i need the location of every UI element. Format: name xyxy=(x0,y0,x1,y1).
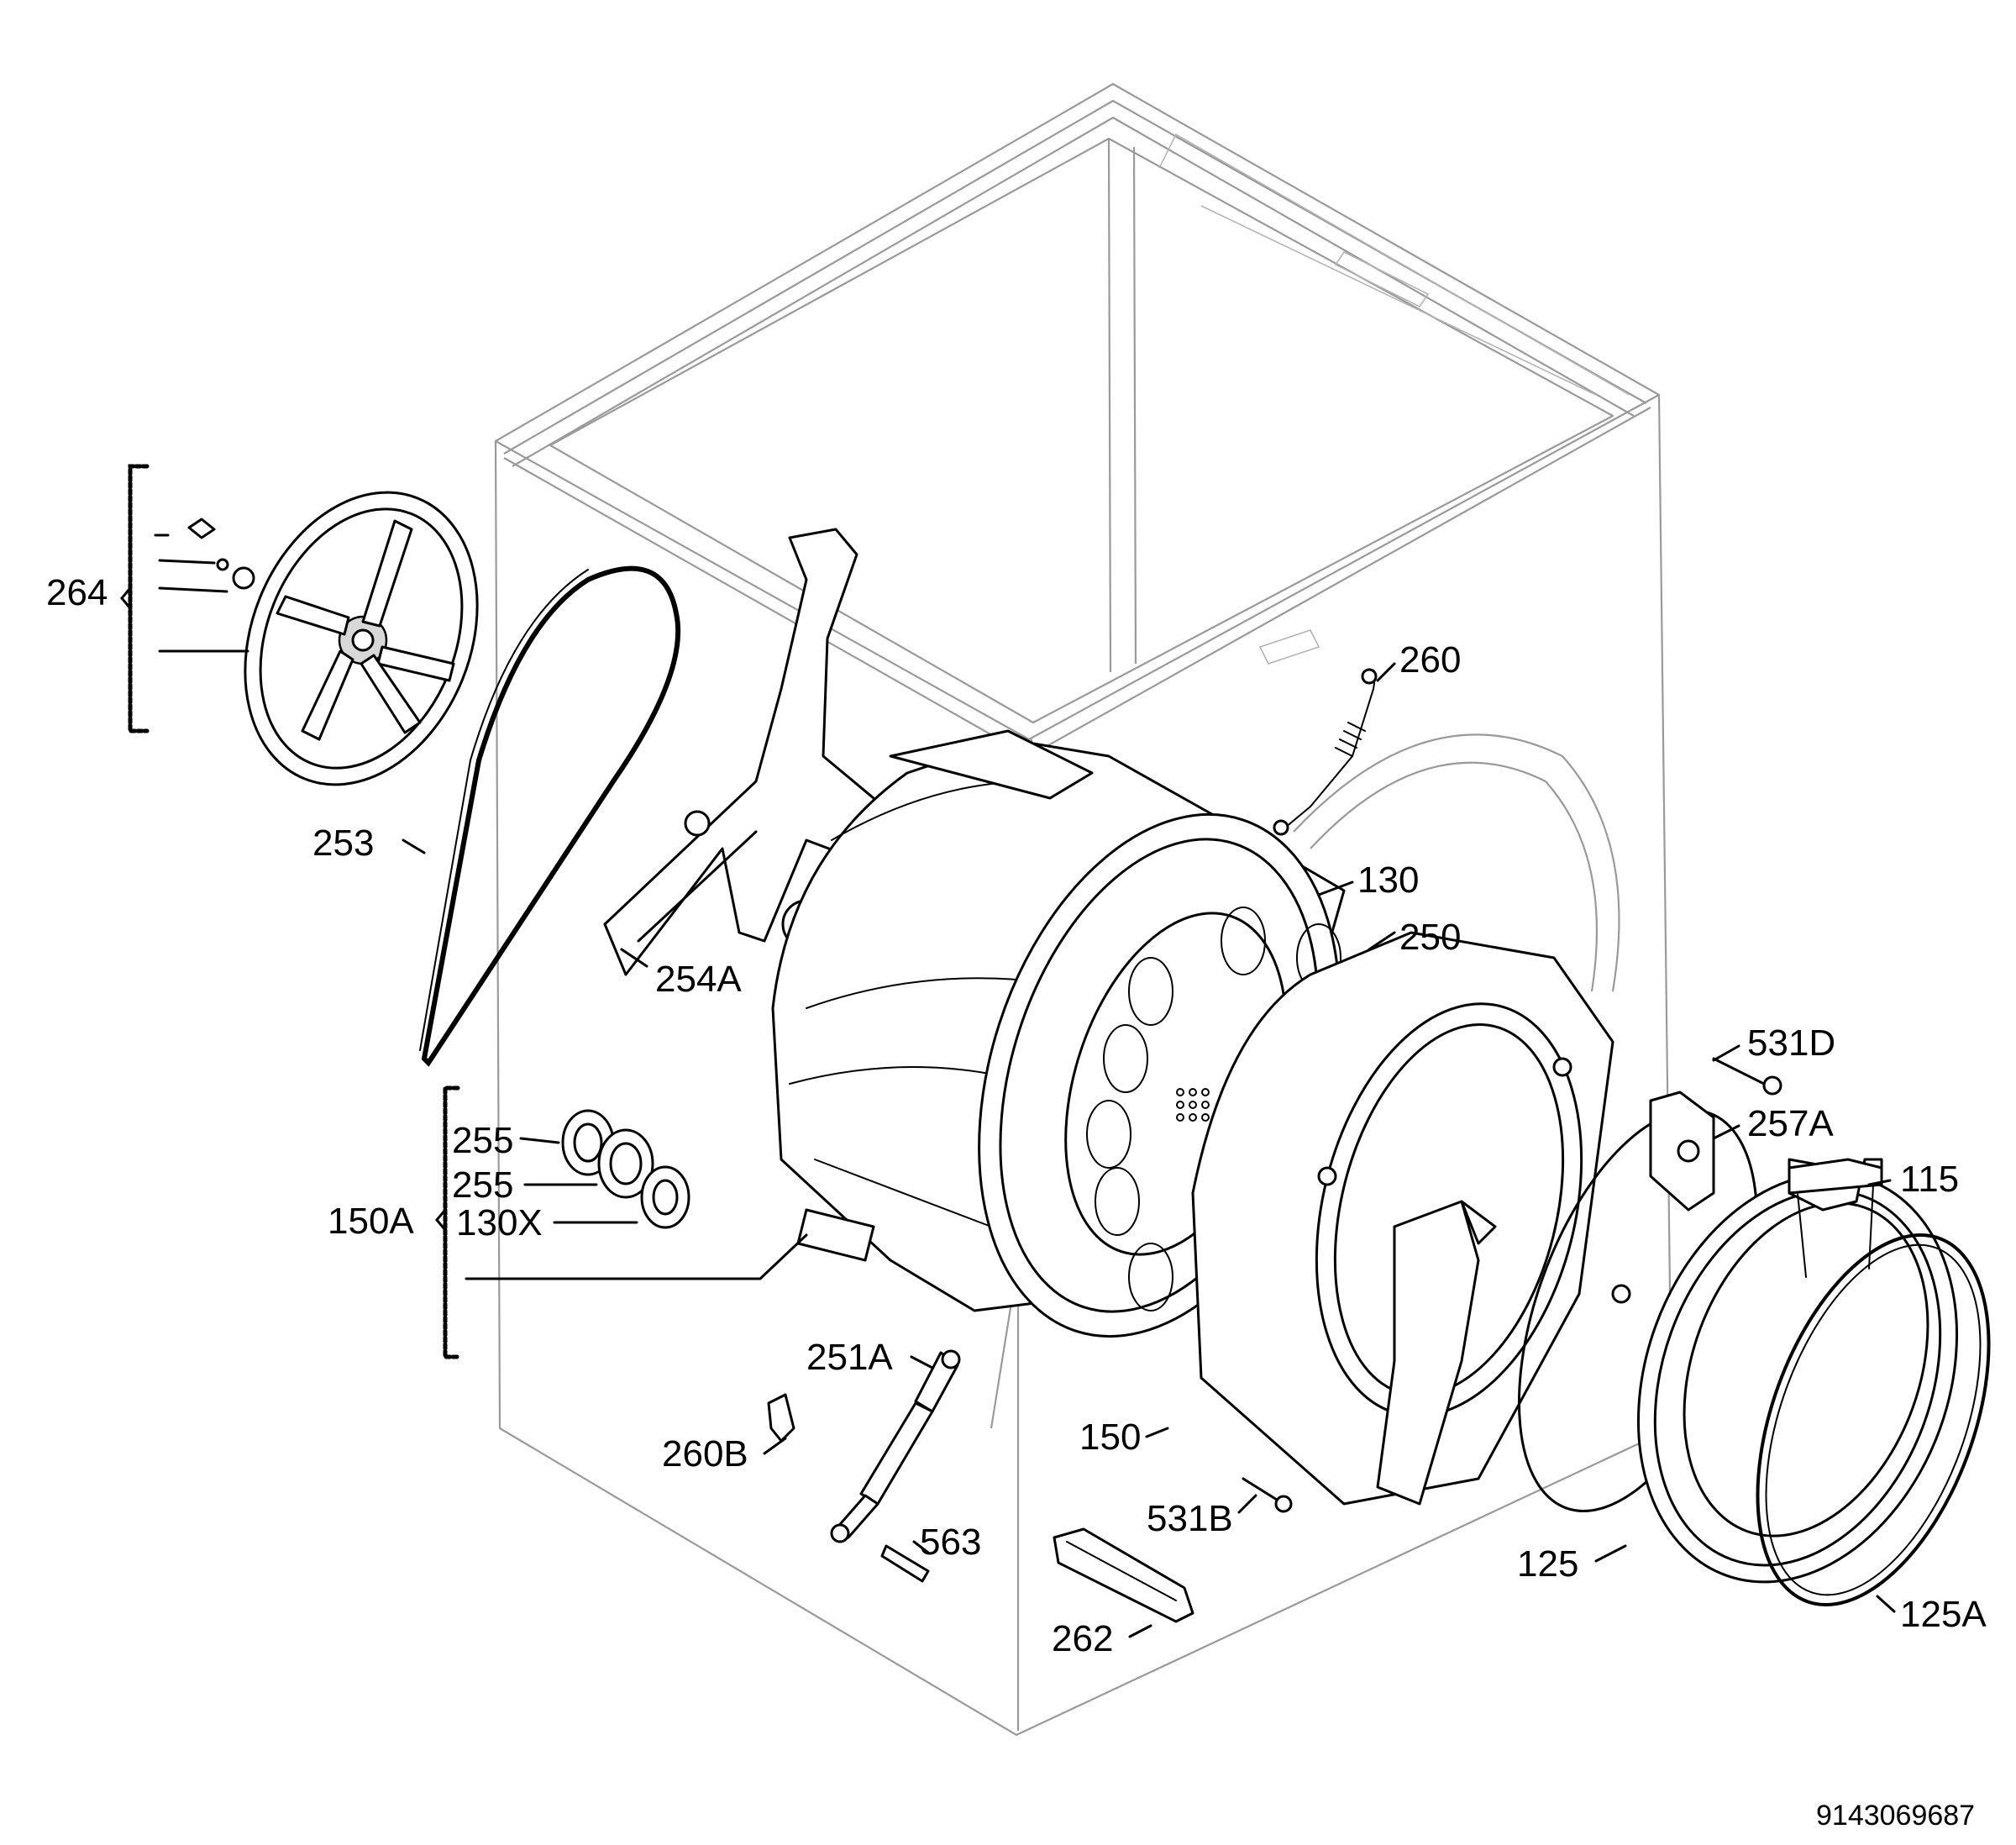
hinge-257A xyxy=(1649,1091,1715,1212)
clip-260B xyxy=(767,1393,795,1443)
belt-253 xyxy=(419,565,681,1067)
bracket-264-tip xyxy=(120,586,132,610)
label-255-a: 255 xyxy=(452,1120,513,1161)
label-125: 125 xyxy=(1517,1543,1578,1585)
bearings xyxy=(561,1109,690,1229)
label-130X: 130X xyxy=(456,1202,543,1243)
label-264: 264 xyxy=(46,572,108,613)
label-255-b: 255 xyxy=(452,1164,513,1206)
bracket-150A-tip xyxy=(435,1208,447,1232)
label-251A: 251A xyxy=(806,1337,893,1378)
label-563: 563 xyxy=(920,1522,981,1563)
door-gasket xyxy=(1636,1172,1991,1606)
pin-563 xyxy=(880,1544,930,1583)
label-257A: 257A xyxy=(1747,1103,1834,1144)
label-150A: 150A xyxy=(328,1201,414,1242)
label-260B: 260B xyxy=(662,1433,748,1474)
label-130: 130 xyxy=(1357,859,1419,901)
bracket-264 xyxy=(128,464,150,733)
front-tub-150 xyxy=(1191,931,1631,1506)
label-262: 262 xyxy=(1052,1618,1113,1659)
leader-lines xyxy=(154,534,1896,1638)
bracket-150A xyxy=(443,1085,460,1359)
label-250: 250 xyxy=(1399,917,1461,958)
spring-260 xyxy=(1273,668,1378,836)
document-code: 9143069687 xyxy=(1816,1800,1975,1832)
label-254A: 254A xyxy=(655,959,742,1000)
part-labels: 264 260 253 130 250 254A 531D 257A 255 2… xyxy=(46,572,1987,1659)
shock-absorber-251A xyxy=(830,1349,961,1543)
label-150: 150 xyxy=(1079,1417,1141,1458)
label-531D: 531D xyxy=(1747,1022,1835,1064)
hose-115 xyxy=(1788,1158,1883,1278)
label-260: 260 xyxy=(1399,639,1461,681)
paddle-262 xyxy=(1053,1527,1194,1623)
screw-531B xyxy=(1242,1477,1293,1513)
label-253: 253 xyxy=(312,823,374,864)
pulley-264 xyxy=(187,491,479,786)
label-125A: 125A xyxy=(1900,1594,1987,1635)
label-115: 115 xyxy=(1900,1159,1959,1200)
screw-531D xyxy=(1712,1057,1782,1096)
label-531B: 531B xyxy=(1147,1498,1233,1539)
